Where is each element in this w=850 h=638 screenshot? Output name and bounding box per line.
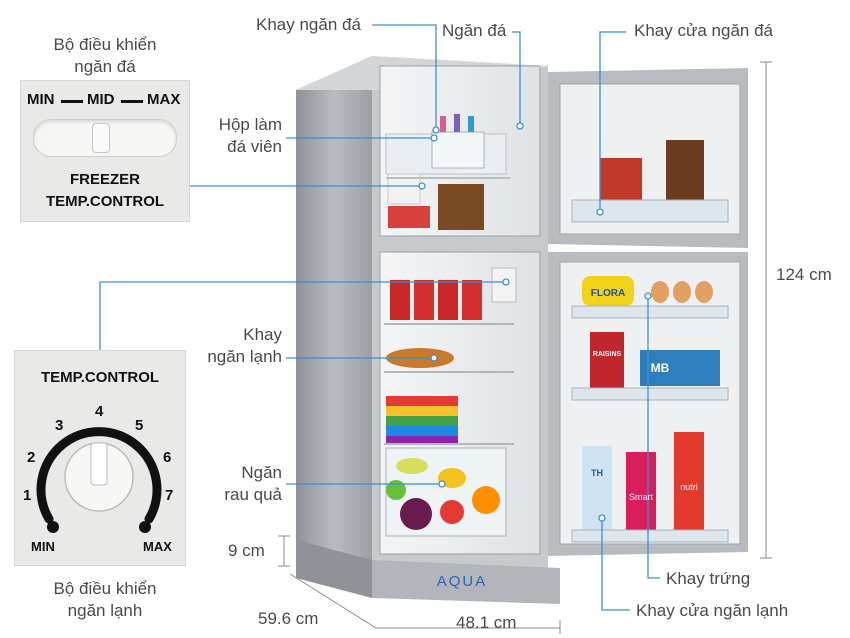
dial-number-1: 1 (23, 487, 32, 504)
dimension-depth: 59.6 cm (258, 609, 319, 628)
caption-line: ngăn lạnh (67, 601, 143, 620)
callout-dots (418, 122, 652, 522)
scale-line (121, 100, 143, 103)
dimension-base-height: 9 cm (228, 541, 265, 560)
scale-max: MAX (147, 91, 181, 108)
scale-line (61, 100, 83, 103)
dial-number-3: 3 (55, 417, 64, 434)
pack-nutri: nutri (680, 482, 698, 492)
pack-smart: Smart (629, 492, 654, 502)
callout-lines (99, 24, 660, 611)
slider-track[interactable] (33, 119, 177, 157)
label-khay-ngan-lanh: Khay ngăn lạnh (186, 324, 282, 368)
freezer-label-1: FREEZER (69, 171, 140, 188)
caption-line: Bộ điều khiển (53, 579, 157, 598)
fridge-compartment (379, 251, 541, 555)
dial-max-label: MAX (143, 539, 172, 554)
max-dot (139, 521, 151, 533)
dimension-lines (278, 61, 772, 634)
dial-number-5: 5 (135, 417, 144, 434)
dial-number-6: 6 (163, 449, 172, 466)
label-line: Khay (243, 325, 282, 344)
min-dot (47, 521, 59, 533)
label-hop-lam-da: Hộp làm đá viên (196, 114, 282, 158)
dial-number-7: 7 (165, 487, 174, 504)
dial-number-4: 4 (95, 403, 104, 420)
pack-raisins: RAISINS (593, 351, 622, 358)
pack-mb: MB (651, 361, 670, 375)
dial-number-2: 2 (27, 449, 36, 466)
temp-control-title: TEMP.CONTROL (40, 369, 160, 386)
freezer-compartment (379, 65, 541, 237)
label-line: Hộp làm (218, 115, 282, 134)
dimension-height: 124 cm (776, 265, 832, 284)
label-khay-cua-ngan-da: Khay cửa ngăn đá (634, 21, 773, 40)
caption-line: Bộ điều khiển (53, 35, 157, 54)
dial-arc (36, 427, 162, 524)
scale-min: MIN (27, 91, 55, 108)
caption-line: ngăn đá (74, 57, 136, 76)
freezer-control-panel: MIN MID MAX FREEZER TEMP.CONTROL (20, 80, 190, 222)
freezer-control-caption: Bộ điều khiển ngăn đá (30, 34, 180, 78)
dial-pointer (90, 442, 108, 486)
fridge-control-panel: TEMP.CONTROL 1 2 3 4 5 6 7 MIN MAX (14, 350, 186, 566)
freezer-label-2: TEMP.CONTROL (45, 193, 165, 210)
label-line: Ngăn (241, 463, 282, 482)
dimension-width: 48.1 cm (456, 613, 517, 632)
label-khay-cua-ngan-lanh: Khay cửa ngăn lạnh (636, 601, 789, 620)
pack-flora: FLORA (591, 288, 625, 299)
pack-th: TH (591, 468, 603, 478)
label-line: rau quả (224, 485, 282, 504)
label-ngan-rau-qua: Ngăn rau quả (196, 462, 282, 506)
fridge-control-caption: Bộ điều khiển ngăn lạnh (30, 578, 180, 622)
slider-knob[interactable] (92, 123, 110, 153)
freezer-door (548, 68, 748, 248)
label-khay-ngan-da: Khay ngăn đá (256, 15, 361, 34)
dial-min-label: MIN (31, 539, 55, 554)
scale-mid: MID (87, 91, 115, 108)
brand-logo: AQUA (437, 573, 488, 590)
label-khay-trung: Khay trứng (666, 569, 751, 588)
temp-dial[interactable] (15, 351, 185, 565)
label-line: đá viên (227, 137, 282, 156)
label-ngan-da: Ngăn đá (442, 21, 507, 40)
label-line: ngăn lạnh (207, 347, 282, 366)
